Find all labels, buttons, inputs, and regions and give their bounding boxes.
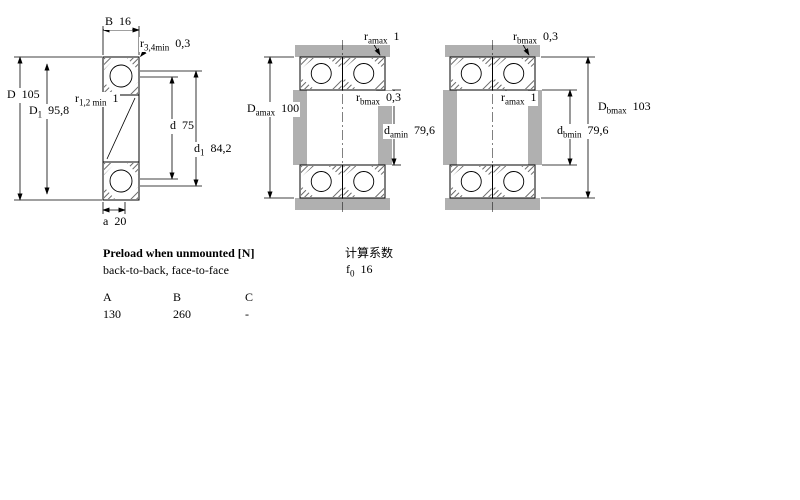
dim-label-damin: damin 79,6 [383, 123, 436, 140]
face-to-face-figure [443, 40, 542, 215]
shaft-shoulder-left [443, 90, 457, 165]
dim-symbol: D [7, 87, 16, 101]
preload-val-a: 130 [103, 307, 121, 321]
dim-label-D: D 105 [6, 87, 41, 104]
dim-subscript: amax [505, 96, 525, 107]
dim-value: 79,6 [587, 123, 609, 137]
dim-subscript: 3,4min [144, 42, 170, 53]
contact-angle-line [106, 97, 136, 160]
dim-value: 100 [281, 101, 300, 115]
housing-top [445, 45, 540, 57]
dim-symbol: D [247, 101, 256, 115]
dim-value: 79,6 [414, 123, 435, 137]
dim-value: 75 [182, 118, 194, 132]
dim-symbol: B [105, 14, 114, 28]
dim-symbol: D [598, 99, 607, 113]
dim-value: 95,8 [48, 103, 70, 117]
dim-label-Damax: Damax 100 [246, 101, 301, 118]
dim-label-B: B 16 [104, 14, 133, 31]
dim-label-d: d 75 [169, 118, 195, 135]
dim-symbol: r [140, 36, 144, 50]
dim-symbol: r [513, 29, 517, 43]
dim-label-a: a 20 [102, 214, 128, 231]
dim-value: 20 [114, 214, 127, 228]
dim-symbol: r [75, 91, 79, 105]
dim-value: 16 [119, 14, 132, 28]
dim-value: 1 [112, 91, 119, 105]
dim-value: 105 [21, 87, 40, 101]
dim-subscript: bmax [360, 96, 380, 107]
preload-title: Preload when unmounted [N] [103, 246, 255, 260]
dim-label-r34: r3,4min 0,3 [139, 36, 192, 53]
dim-value: 1 [393, 29, 400, 43]
dim-symbol: r [356, 90, 360, 104]
dim-symbol: d [557, 123, 563, 137]
dim-label-D1: D1 95,8 [28, 103, 71, 120]
dim-symbol: d [384, 123, 390, 137]
dim-value: 16 [360, 262, 373, 276]
preload-subtitle: back-to-back, face-to-face [103, 263, 229, 277]
dim-label-Dbmax: Dbmax 103 [597, 99, 652, 116]
dim-value: 0,3 [543, 29, 558, 43]
preload-val-c: - [245, 307, 249, 321]
back-to-back-figure [293, 40, 392, 215]
preload-val-b: 260 [173, 307, 191, 321]
dim-value: 84,2 [210, 141, 232, 155]
dim-subscript: amax [255, 107, 276, 118]
preload-col-a-header: A [103, 290, 112, 304]
dim-symbol: f [346, 262, 350, 276]
dim-label-ramax-btb: ramax 1 [363, 29, 401, 46]
dim-subscript: 1 [200, 147, 205, 158]
dim-value: 0,3 [175, 36, 191, 50]
dim-value: 1 [530, 90, 537, 104]
dim-label-dbmin: dbmin 79,6 [556, 123, 610, 140]
dim-symbol: r [501, 90, 505, 104]
dim-label-ramax-ftf: ramax 1 [500, 90, 538, 107]
dim-subscript: 1,2 min [79, 97, 107, 108]
dim-label-rbmax-btb: rbmax 0,3 [355, 90, 402, 107]
dim-symbol: a [103, 214, 109, 228]
dim-value: 0,3 [386, 90, 401, 104]
dim-symbol: r [364, 29, 368, 43]
dim-subscript: amin [390, 129, 408, 140]
dim-subscript: amax [368, 35, 388, 46]
housing-top [295, 45, 390, 57]
dim-subscript: 1 [37, 109, 43, 120]
calc-factors-title: 计算系数 [345, 246, 394, 260]
dim-subscript: 0 [350, 268, 355, 279]
preload-col-b-header: B [173, 290, 182, 304]
single-bearing-figure [102, 56, 140, 201]
preload-col-c-header: C [245, 290, 254, 304]
dim-label-r12: r1,2 min 1 [74, 91, 120, 108]
dim-subscript: bmax [606, 105, 627, 116]
dim-label-rbmax-ftf: rbmax 0,3 [512, 29, 559, 46]
f0-factor: f0 16 [345, 262, 374, 279]
dim-symbol: d [170, 118, 176, 132]
shaft-shoulder-right [528, 90, 542, 165]
dim-symbol: D [29, 103, 38, 117]
dim-value: 103 [632, 99, 651, 113]
dim-subscript: bmin [563, 129, 582, 140]
dim-subscript: bmax [517, 35, 537, 46]
bearing-diagrams [14, 26, 595, 215]
